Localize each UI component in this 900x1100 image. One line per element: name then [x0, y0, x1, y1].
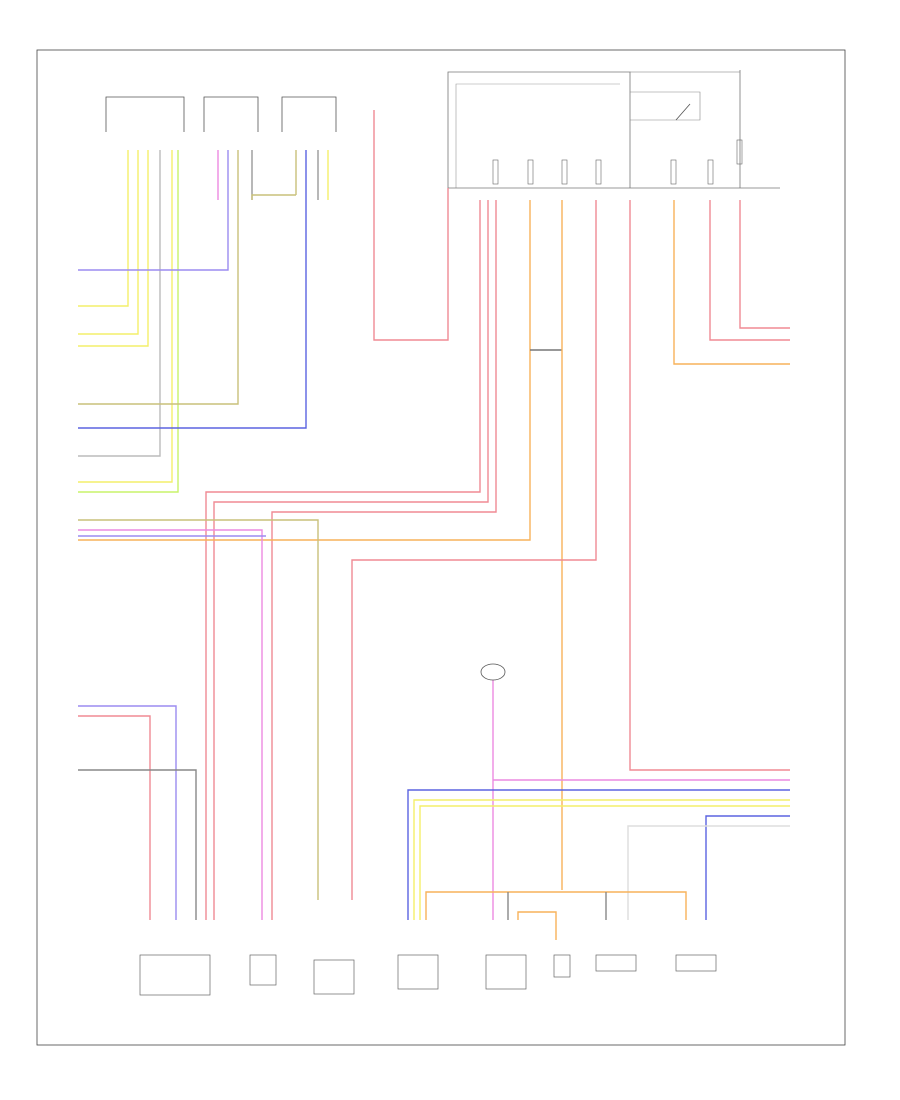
- component-c6: [553, 954, 571, 978]
- connector-c-bracket: [281, 96, 337, 132]
- component-c8: [675, 954, 717, 972]
- ground-symbol: [480, 663, 506, 681]
- connector-b-bracket: [203, 96, 259, 132]
- wires-lower-right: [407, 680, 790, 940]
- fuse-row: [492, 139, 743, 185]
- lower-components: [139, 954, 717, 996]
- wires-left-harness: [78, 519, 319, 920]
- component-c7: [595, 954, 637, 972]
- wires-connector-c: [78, 150, 329, 429]
- component-c5: [485, 954, 527, 990]
- fuse-relay-box: [447, 71, 631, 188]
- wires-fuse-outputs: [78, 200, 790, 920]
- wire-red-battery-feed: [373, 110, 449, 341]
- component-c4: [397, 954, 439, 990]
- component-c2: [249, 954, 277, 986]
- component-c1: [139, 954, 211, 996]
- component-c3: [313, 959, 355, 995]
- wires-connector-a: [78, 150, 179, 493]
- relay-box-right: [630, 91, 701, 121]
- connector-a-bracket: [105, 96, 185, 132]
- diagram-frame: [36, 49, 846, 1046]
- wires-connector-b: [78, 150, 296, 405]
- fuse-relay-box-inner: [455, 83, 620, 188]
- wires-lower-left: [78, 705, 197, 920]
- relay-switch: [675, 103, 691, 121]
